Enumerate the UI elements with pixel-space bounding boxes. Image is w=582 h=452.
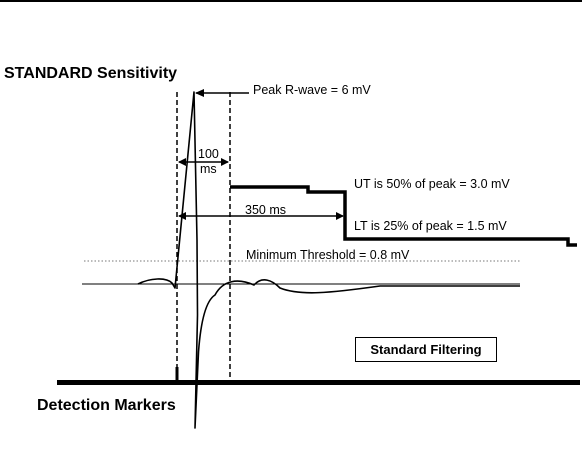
- interval-350-label: 350 ms: [245, 204, 286, 217]
- peak-r-wave-label: Peak R-wave = 6 mV: [253, 84, 371, 97]
- peak-arrow-head: [195, 89, 204, 97]
- upper-threshold-label: UT is 50% of peak = 3.0 mV: [354, 178, 510, 191]
- blank-100-unit-label: ms: [200, 163, 217, 176]
- diagram-title: STANDARD Sensitivity: [4, 66, 177, 82]
- blank-100-arrow-right: [221, 158, 229, 166]
- detection-markers-label: Detection Markers: [37, 398, 176, 414]
- minimum-threshold-label: Minimum Threshold = 0.8 mV: [246, 249, 409, 262]
- lower-threshold-label: LT is 25% of peak = 1.5 mV: [354, 220, 507, 233]
- blank-100-value-label: 100: [198, 148, 219, 161]
- blank-100-arrow-left: [178, 158, 186, 166]
- interval-350-arrow-right: [336, 212, 344, 220]
- standard-filtering-box: Standard Filtering: [355, 337, 497, 362]
